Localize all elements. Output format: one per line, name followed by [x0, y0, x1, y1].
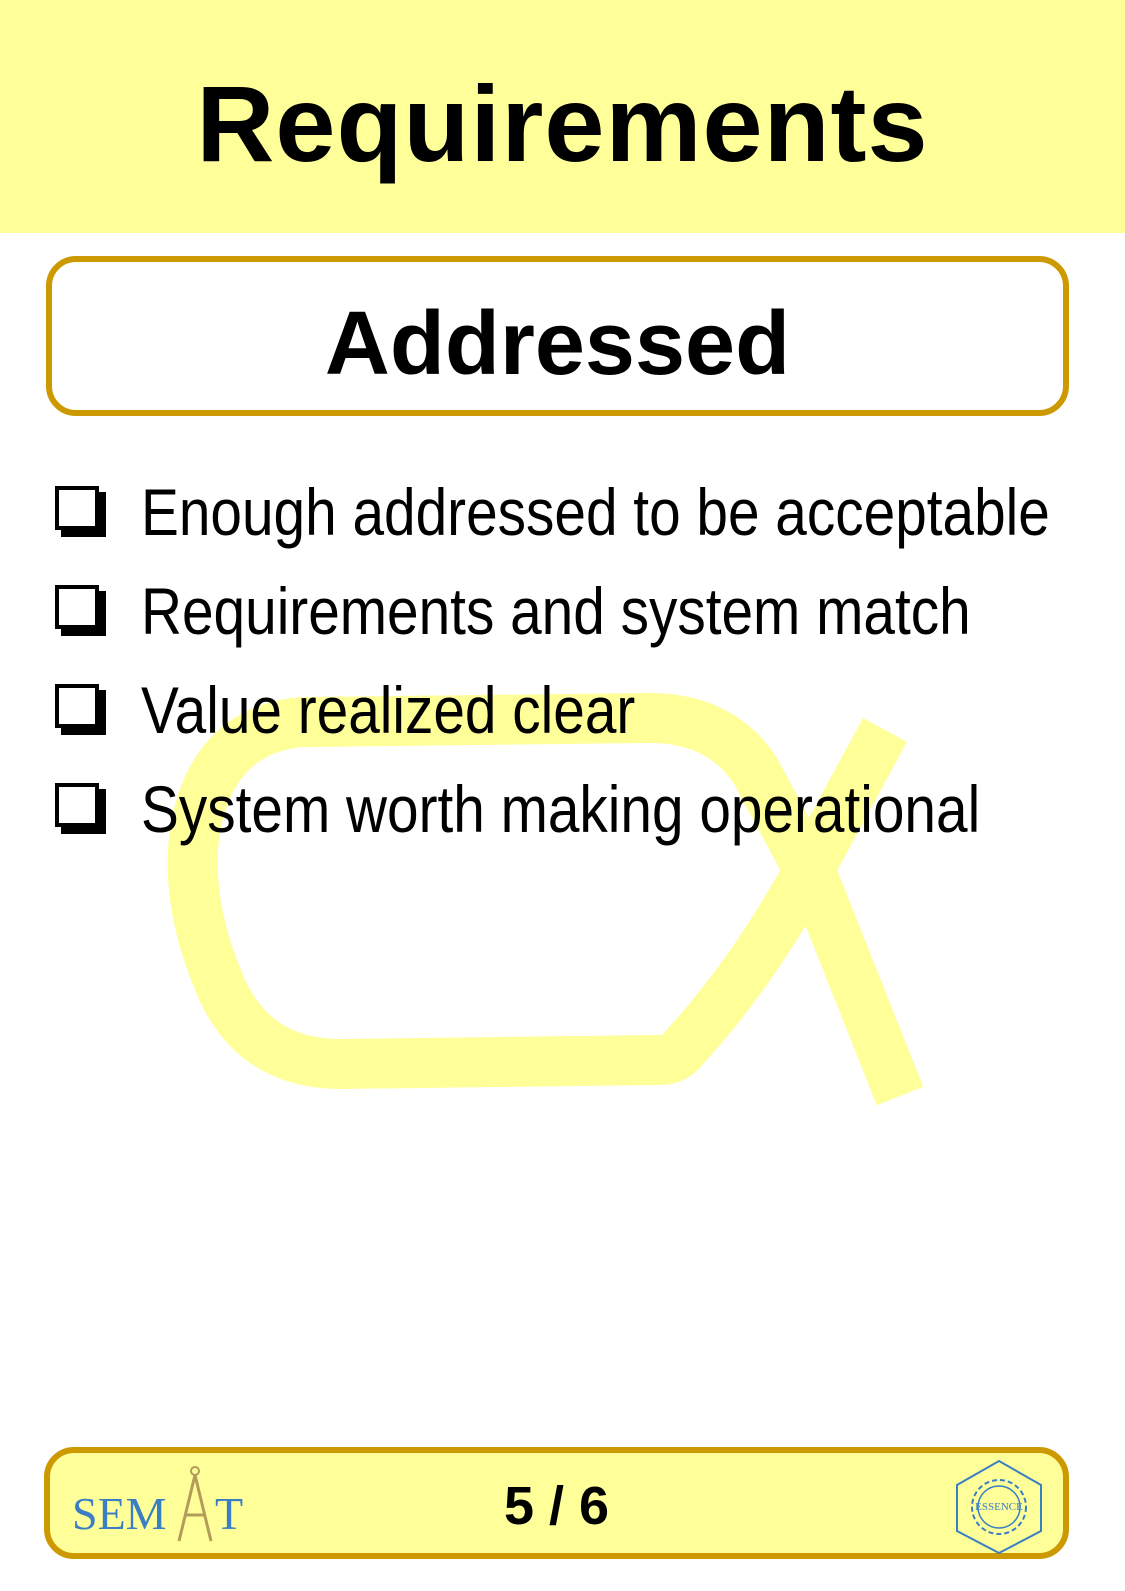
checkbox-icon[interactable] — [55, 683, 107, 736]
checkbox-icon[interactable] — [55, 782, 107, 835]
card-number: 5 / 6 — [503, 1476, 610, 1536]
card-header: Requirements — [0, 0, 1125, 233]
checklist-item-label: Enough addressed to be acceptable — [141, 474, 1050, 549]
checklist-item: System worth making operational — [55, 759, 1125, 858]
checklist-item-label: System worth making operational — [141, 771, 981, 846]
essence-logo: ESSENCE — [953, 1459, 1045, 1555]
checkbox-icon[interactable] — [55, 485, 107, 538]
semat-logo: SEM T — [72, 1461, 247, 1551]
state-name: Addressed — [324, 294, 791, 394]
essence-logo-text: ESSENCE — [975, 1501, 1023, 1513]
state-box: Addressed — [46, 256, 1069, 416]
checkbox-icon[interactable] — [55, 584, 107, 637]
checklist-item-label: Value realized clear — [141, 672, 636, 747]
checklist: Enough addressed to be acceptable Requir… — [55, 462, 1125, 858]
checklist-item: Enough addressed to be acceptable — [55, 462, 1125, 561]
card-footer: SEM T 5 / 6 ESSENCE — [44, 1447, 1069, 1559]
semat-logo-right-text: T — [215, 1488, 244, 1539]
alpha-title: Requirements — [196, 63, 929, 184]
semat-logo-left-text: SEM — [72, 1488, 167, 1539]
gear-icon — [956, 1459, 1042, 1555]
compass-icon — [177, 1466, 213, 1542]
checklist-item: Requirements and system match — [55, 561, 1125, 660]
checklist-item: Value realized clear — [55, 660, 1125, 759]
checklist-item-label: Requirements and system match — [141, 573, 971, 648]
